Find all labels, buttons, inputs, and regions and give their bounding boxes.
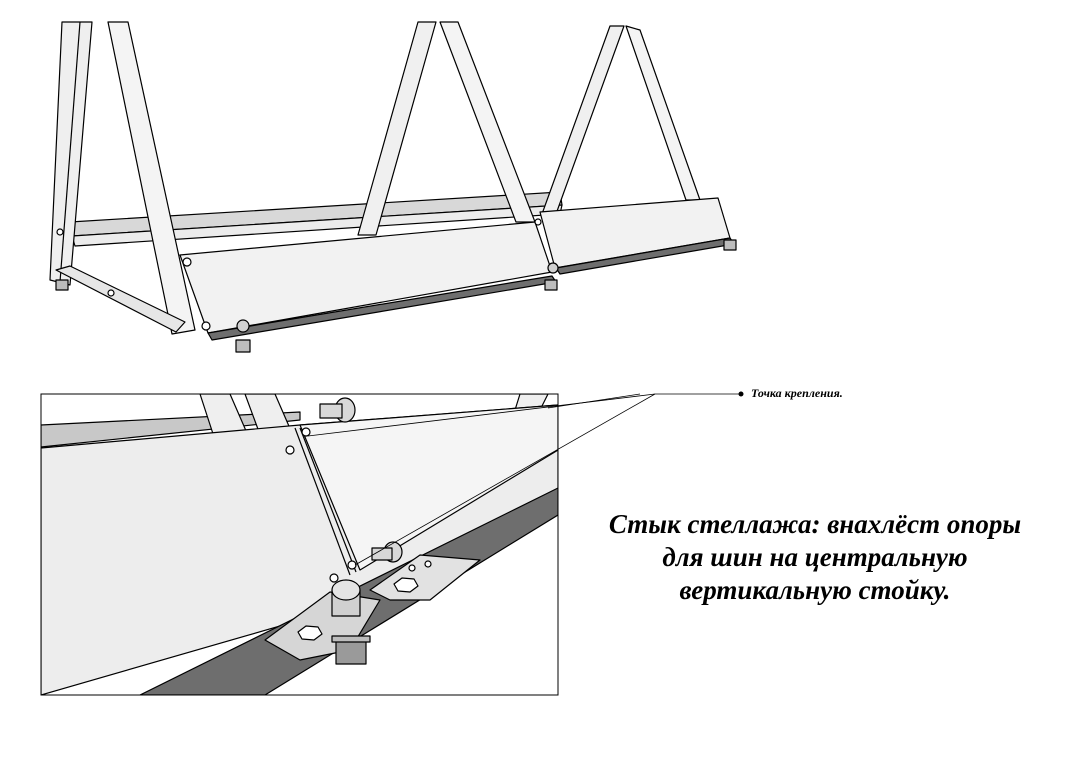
leveling-foot: [55, 239, 737, 353]
right-frame-right-leg: [625, 25, 701, 201]
left-post: [49, 21, 93, 286]
callout-leader: [307, 393, 740, 566]
detail-inset: [40, 393, 559, 696]
detail-bolt: [319, 397, 403, 563]
middle-frame-left-leg: [357, 21, 437, 236]
callout-label: Точка крепления.: [751, 386, 843, 400]
cap-nut: [331, 579, 361, 617]
left-cross-member: [55, 265, 186, 333]
detail-leveling-foot: [331, 635, 371, 665]
right-frame-left-leg: [541, 25, 625, 215]
caption-line: Стык стеллажа: внахлёст опоры: [608, 509, 1022, 539]
caption-line: для шин на центральную: [662, 542, 968, 572]
rack-overview: [49, 21, 737, 353]
middle-frame-right-leg: [439, 21, 536, 223]
left-diagonal: [107, 21, 196, 335]
caption: Стык стеллажа: внахлёст опоры для шин на…: [570, 508, 1060, 607]
caption-line: вертикальную стойку.: [679, 575, 951, 605]
support-panel-left: [179, 221, 553, 334]
callout-dot: [738, 391, 744, 397]
detail-overlap-panel: [299, 404, 558, 571]
